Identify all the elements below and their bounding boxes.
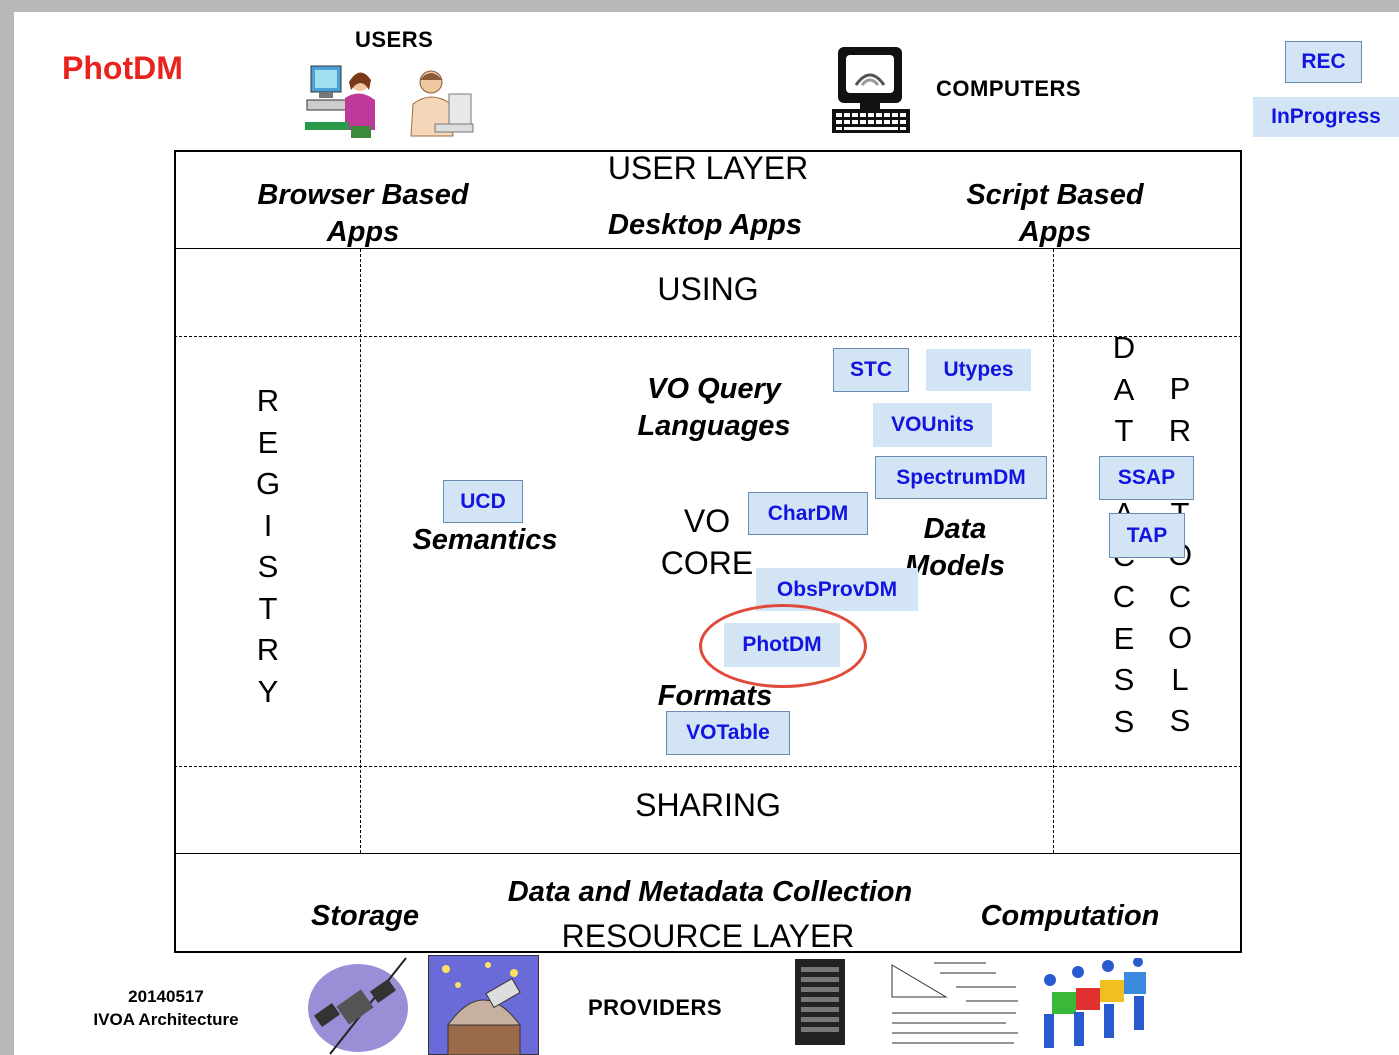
registry-divider bbox=[360, 249, 361, 853]
footer-date: 20140517 bbox=[128, 987, 204, 1006]
browser-apps-label: Browser Based Apps bbox=[238, 177, 488, 251]
user-at-computer-icon bbox=[305, 65, 375, 138]
computers-label: COMPUTERS bbox=[936, 76, 1082, 101]
slide-title: PhotDM bbox=[62, 50, 183, 86]
ucd-badge: UCD bbox=[443, 480, 523, 523]
user-layer-divider bbox=[174, 248, 1242, 249]
data-access-letter: C bbox=[1112, 579, 1136, 614]
storage-label: Storage bbox=[311, 900, 419, 932]
resource-layer-divider bbox=[174, 853, 1242, 854]
registry-letter: R bbox=[256, 383, 280, 418]
data-access-letter: T bbox=[1114, 413, 1134, 448]
registry-letter: Y bbox=[257, 673, 279, 709]
team-puzzle-icon bbox=[1044, 958, 1146, 1048]
protocols-letter: L bbox=[1171, 661, 1189, 697]
satellite-icon bbox=[308, 957, 408, 1055]
user-working-icon bbox=[410, 70, 474, 137]
access-divider bbox=[1053, 249, 1054, 853]
observatory-icon bbox=[428, 955, 539, 1055]
sharing-divider bbox=[174, 766, 1242, 767]
vo-core-line1: VO bbox=[683, 503, 731, 539]
stc-badge: STC bbox=[833, 348, 909, 392]
server-rack-icon bbox=[795, 959, 845, 1045]
script-apps-line1: Script Based bbox=[966, 179, 1144, 211]
math-formulas-icon bbox=[891, 962, 1018, 1044]
ssap-badge: SSAP bbox=[1099, 456, 1194, 500]
script-apps-label: Script Based Apps bbox=[930, 177, 1180, 251]
script-apps-line2: Apps bbox=[1018, 216, 1092, 248]
registry-label: R E G I S T R Y bbox=[248, 380, 288, 712]
data-models-label: Data Models bbox=[880, 511, 1030, 585]
registry-letter: E bbox=[257, 424, 279, 460]
browser-apps-line2: Apps bbox=[326, 216, 400, 248]
protocols-letter: P bbox=[1169, 371, 1191, 406]
using-divider bbox=[174, 336, 1242, 337]
protocols-letter: R bbox=[1168, 412, 1192, 448]
utypes-badge: Utypes bbox=[926, 349, 1031, 391]
registry-letter: T bbox=[258, 590, 278, 626]
data-access-letter: D bbox=[1112, 330, 1136, 365]
spectrumdm-badge: SpectrumDM bbox=[875, 456, 1047, 499]
registry-letter: I bbox=[263, 507, 273, 543]
data-access-letter: E bbox=[1113, 620, 1135, 656]
registry-letter: R bbox=[256, 632, 280, 667]
vo-query-line2: Languages bbox=[637, 410, 791, 442]
data-access-letter: S bbox=[1113, 703, 1135, 739]
photdm-highlight-ring bbox=[699, 604, 867, 688]
data-models-line1: Data bbox=[923, 513, 987, 545]
frame-top-border bbox=[0, 0, 1399, 12]
footer-org: IVOA Architecture bbox=[93, 1010, 239, 1029]
registry-letter: G bbox=[255, 466, 281, 501]
registry-letter: S bbox=[257, 549, 279, 584]
votable-badge: VOTable bbox=[666, 711, 790, 755]
obsprovdm-badge: ObsProvDM bbox=[756, 568, 918, 611]
data-access-letter: A bbox=[1113, 371, 1135, 407]
computation-label: Computation bbox=[980, 900, 1160, 932]
vo-query-languages-label: VO Query Languages bbox=[594, 371, 834, 445]
semantics-label: Semantics bbox=[412, 524, 558, 556]
data-metadata-collection-label: Data and Metadata Collection bbox=[507, 876, 913, 908]
users-label: USERS bbox=[355, 27, 434, 52]
sharing-label: SHARING bbox=[635, 787, 781, 823]
tap-badge: TAP bbox=[1109, 513, 1185, 558]
legend-inprogress-badge: InProgress bbox=[1253, 97, 1399, 137]
data-access-letter: S bbox=[1113, 662, 1135, 697]
vo-query-line1: VO Query bbox=[647, 373, 781, 405]
vo-core-label: VO CORE bbox=[647, 500, 767, 584]
using-label: USING bbox=[657, 271, 759, 307]
legend-rec-badge: REC bbox=[1285, 41, 1362, 83]
user-layer-label: USER LAYER bbox=[607, 150, 809, 186]
providers-label: PROVIDERS bbox=[588, 995, 723, 1020]
protocols-letter: C bbox=[1168, 578, 1192, 614]
desktop-apps-label: Desktop Apps bbox=[608, 209, 802, 241]
chardm-badge: CharDM bbox=[748, 492, 868, 535]
data-models-line2: Models bbox=[905, 550, 1005, 582]
frame-left-border bbox=[0, 0, 14, 1055]
protocols-letter: O bbox=[1167, 620, 1193, 655]
browser-apps-line1: Browser Based bbox=[257, 179, 469, 211]
vo-core-line2: CORE bbox=[660, 545, 754, 581]
resource-layer-label: RESOURCE LAYER bbox=[561, 918, 855, 954]
slide-footer: 20140517 IVOA Architecture bbox=[76, 985, 256, 1031]
computer-icon bbox=[832, 47, 910, 133]
vounits-badge: VOUnits bbox=[873, 403, 992, 447]
architecture-frame bbox=[174, 150, 1242, 953]
protocols-letter: S bbox=[1169, 703, 1191, 738]
